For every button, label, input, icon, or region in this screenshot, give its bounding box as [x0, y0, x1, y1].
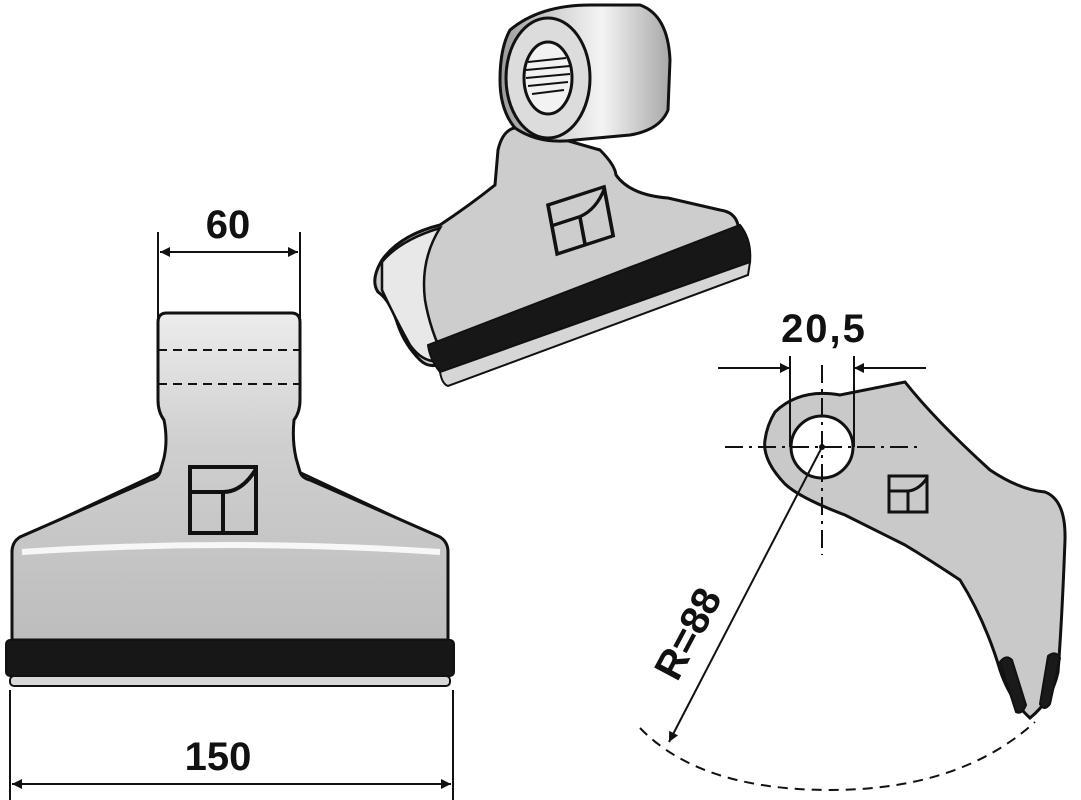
- iso-body: [373, 126, 750, 367]
- iso-fold: [380, 225, 447, 363]
- front-view-highlight: [21, 542, 441, 555]
- front-view-edge-base: [9, 675, 451, 687]
- front-view-hardened-edge: [5, 639, 455, 677]
- iso-bore-hole: [522, 40, 574, 116]
- dimension-hole-diameter: 20,5: [718, 307, 926, 447]
- isometric-view: [373, 3, 752, 388]
- side-view-hardened-tip-left: [998, 656, 1028, 714]
- side-view: [725, 365, 1067, 720]
- square-logo-icon: [545, 184, 616, 257]
- side-view-hardened-tip-right: [1038, 652, 1062, 709]
- dimension-label-150: 150: [185, 735, 252, 779]
- radius-arc: [639, 721, 1036, 792]
- square-logo-icon: [188, 465, 258, 535]
- square-logo-icon: [887, 474, 929, 514]
- iso-bore-thread: [525, 57, 571, 95]
- dimension-width-bottom: 150: [9, 690, 454, 800]
- dimension-label-60: 60: [206, 203, 251, 247]
- radius-line: [668, 446, 823, 743]
- front-view: [5, 311, 455, 687]
- front-view-body: [10, 311, 450, 642]
- dimension-label-20-5: 20,5: [781, 307, 867, 351]
- dimension-label-r88: R=88: [646, 581, 730, 687]
- dimension-width-top: 60: [157, 203, 301, 320]
- iso-edge-base: [438, 260, 752, 388]
